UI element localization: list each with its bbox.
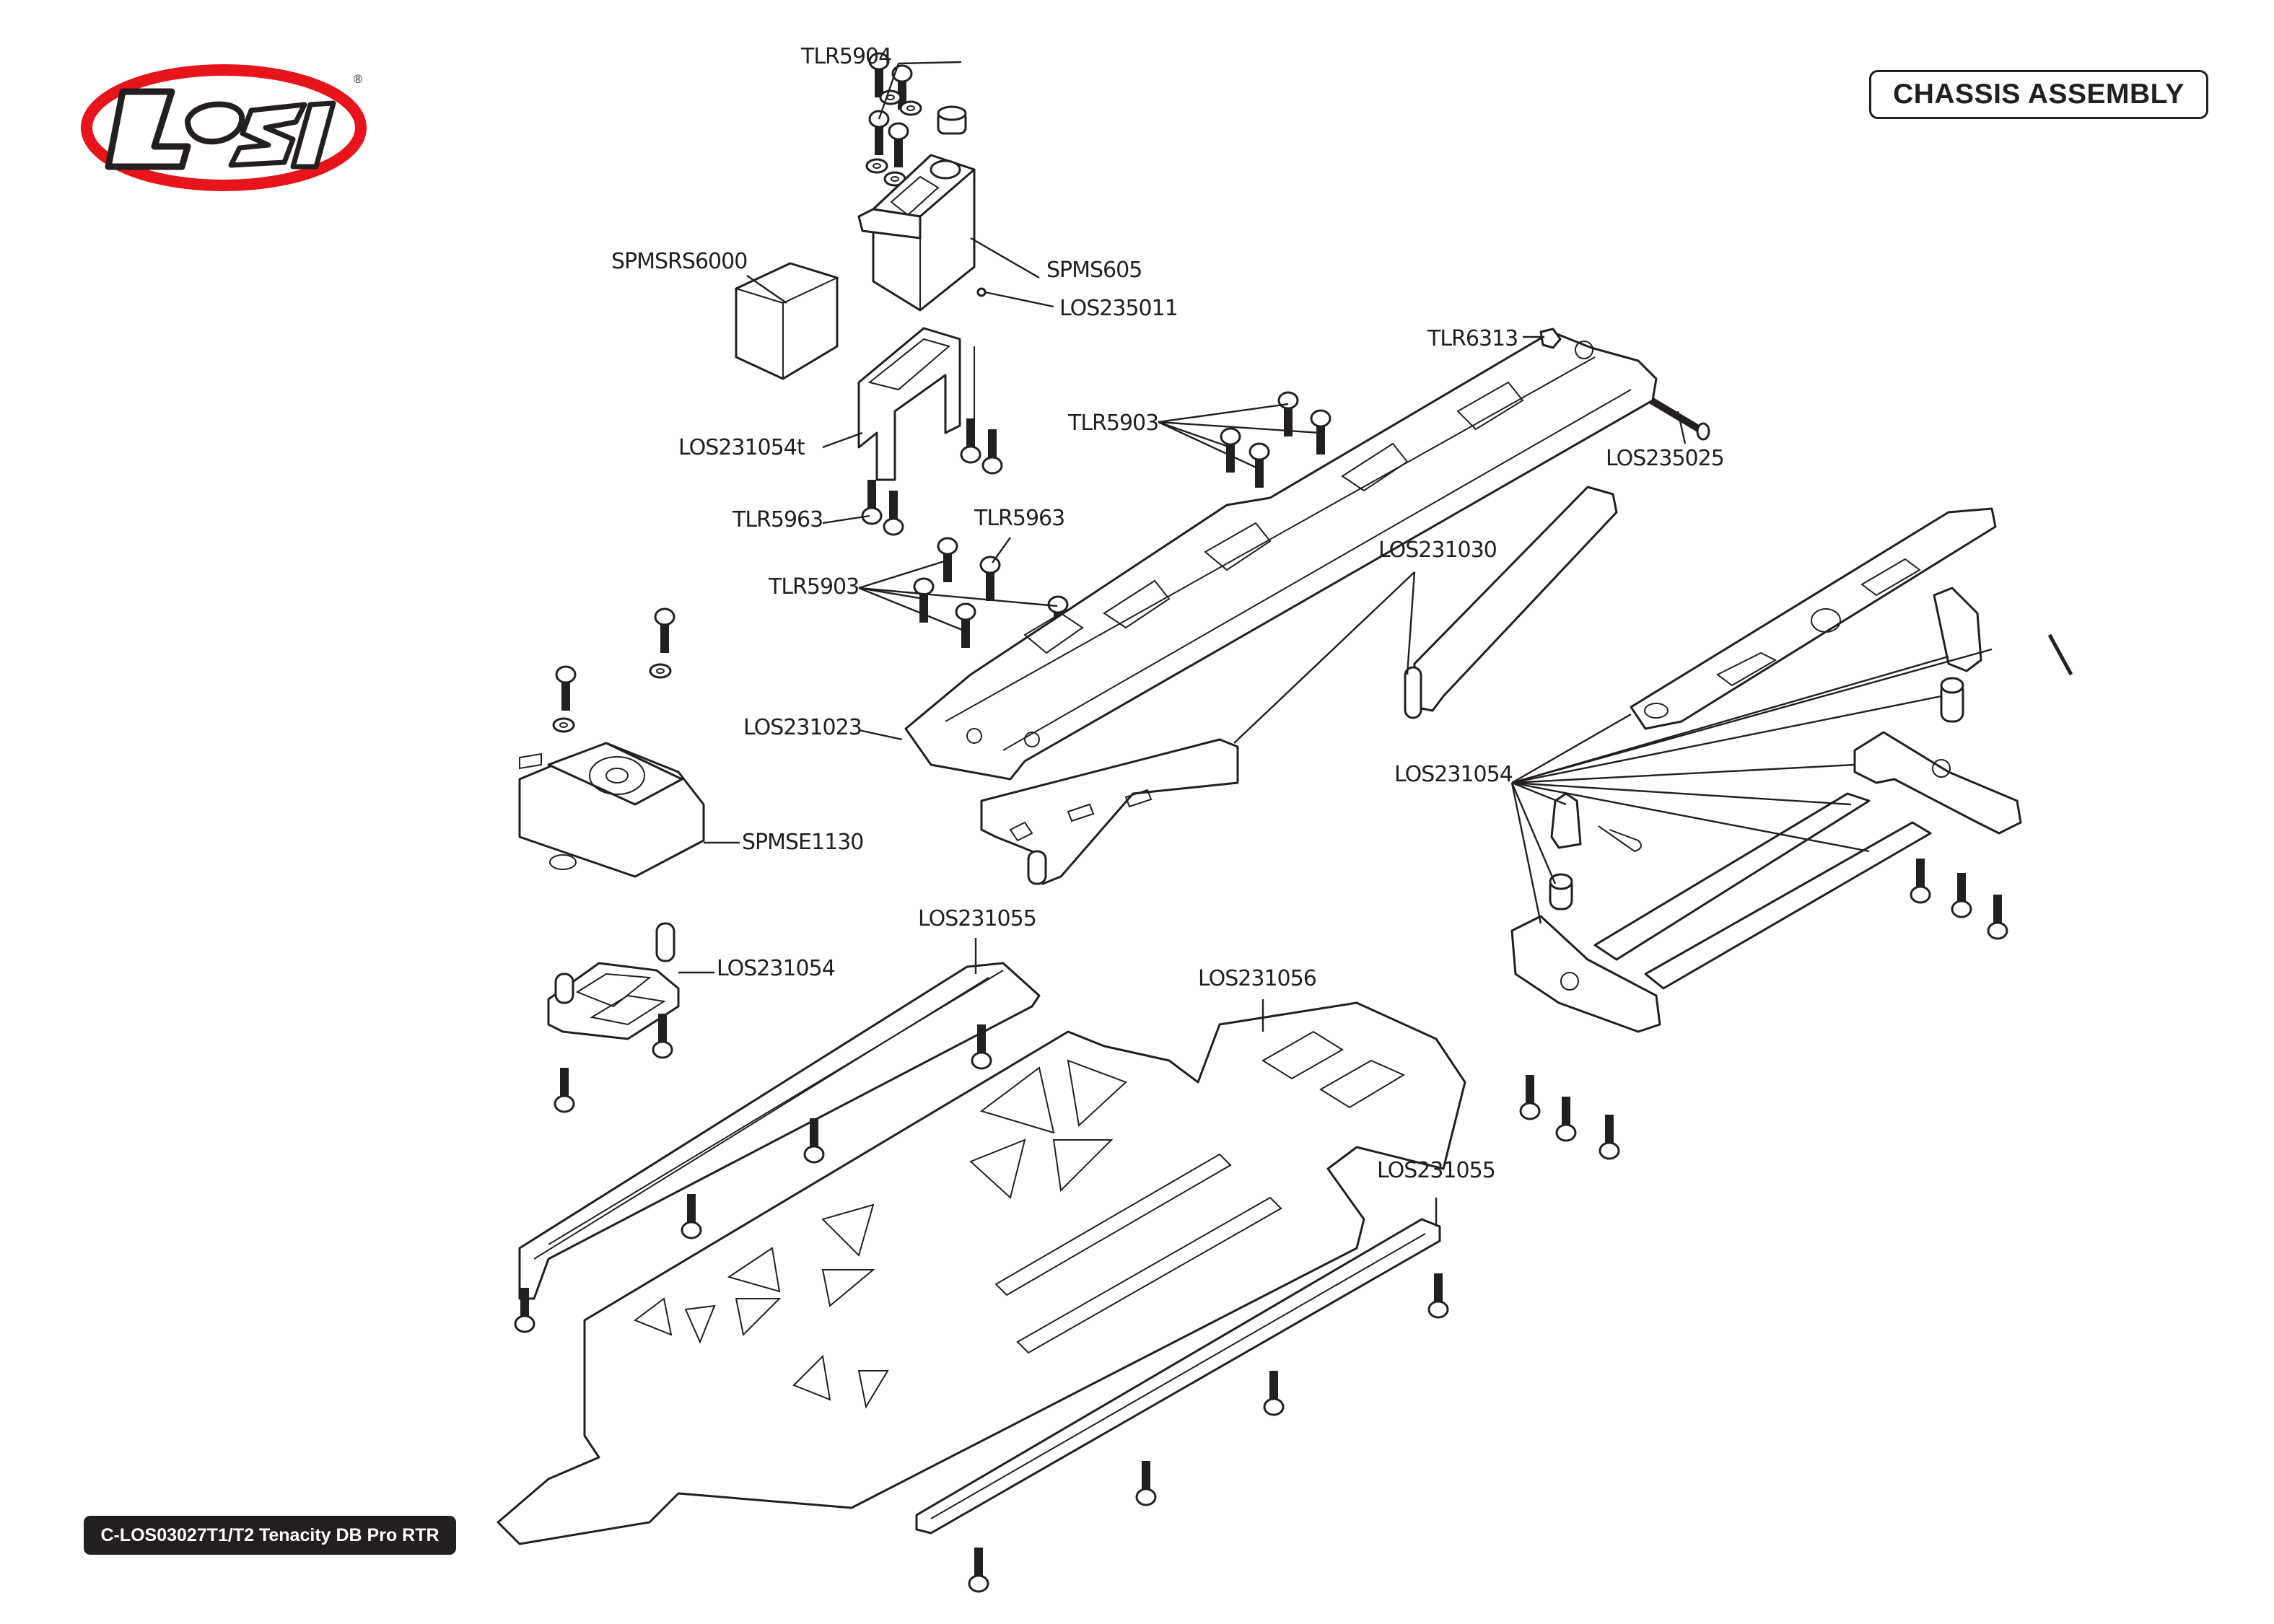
label-los231055-top: LOS231055 [918, 906, 1036, 931]
label-los231023: LOS231023 [743, 715, 862, 740]
label-los235025: LOS235025 [1606, 446, 1724, 471]
section-title-box: CHASSIS ASSEMBLY [1869, 70, 2208, 119]
label-los231056: LOS231056 [1198, 966, 1316, 991]
small-nut [976, 287, 987, 297]
registered-mark: ® [352, 72, 364, 86]
label-los231054-right: LOS231054 [1394, 762, 1513, 787]
servo-screws [865, 52, 922, 187]
body-clip [1598, 825, 1642, 853]
servo-horn-gear [937, 105, 967, 135]
battery-cap-a [1940, 677, 1964, 723]
battery-pin [2047, 633, 2073, 676]
top-brace [904, 330, 1658, 781]
lower-brace-arm [980, 738, 1239, 885]
battery-hold-down-post [1933, 587, 1982, 672]
label-los231054t: LOS231054t [678, 435, 805, 460]
servo [857, 154, 976, 312]
battery-bars [1593, 792, 1932, 990]
model-badge: C-LOS03027T1/T2 Tenacity DB Pro RTR [84, 1516, 456, 1555]
label-spmse1130: SPMSE1130 [742, 830, 863, 855]
label-tlr6313: TLR6313 [1427, 326, 1518, 351]
label-tlr5904: TLR5904 [800, 44, 891, 69]
side-guard-right [915, 1218, 1441, 1535]
part-labels: TLR5904 SPMSRS6000 SPMS605 LOS235011 TLR… [611, 44, 1725, 1183]
battery-strap-brace [1630, 507, 1997, 730]
page-title: CHASSIS ASSEMBLY [1893, 79, 2185, 110]
model-number: C-LOS03027T1/T2 Tenacity DB Pro RTR [100, 1524, 440, 1545]
brace-nut [1539, 328, 1562, 349]
servo-mount [857, 327, 975, 481]
esc-mount [547, 922, 680, 1040]
esc [518, 742, 705, 878]
label-los231030: LOS231030 [1378, 537, 1497, 563]
label-tlr5903-mid: TLR5903 [768, 574, 859, 600]
body-post [1550, 792, 1582, 849]
label-tlr5963-right: TLR5963 [974, 506, 1064, 531]
logo-letter-o [184, 101, 245, 145]
logo-letter-l [105, 88, 191, 170]
leader-lines [678, 61, 1993, 1226]
receiver [734, 262, 839, 380]
label-spmsrs6000: SPMSRS6000 [611, 249, 747, 274]
label-tlr5963-left: TLR5963 [732, 507, 823, 532]
label-tlr5903-top: TLR5903 [1067, 411, 1158, 436]
esc-screws [552, 607, 675, 733]
logo-letter-s [228, 102, 307, 168]
label-spms605: SPMS605 [1046, 258, 1142, 283]
battery-bracket-right [1853, 731, 2022, 835]
losi-logo: ® [81, 64, 367, 191]
battery-bracket-left [1510, 915, 1661, 1033]
label-los231055-bottom: LOS231055 [1377, 1158, 1495, 1183]
label-los231054-left: LOS231054 [717, 956, 835, 981]
logo-letter-i [290, 100, 336, 170]
label-los235011: LOS235011 [1059, 296, 1178, 321]
brace-pin [1649, 397, 1710, 441]
logo-red-ring [81, 64, 367, 191]
battery-cap-b [1549, 873, 1573, 910]
chassis-plate [497, 1001, 1466, 1545]
brace-link [1404, 486, 1618, 719]
